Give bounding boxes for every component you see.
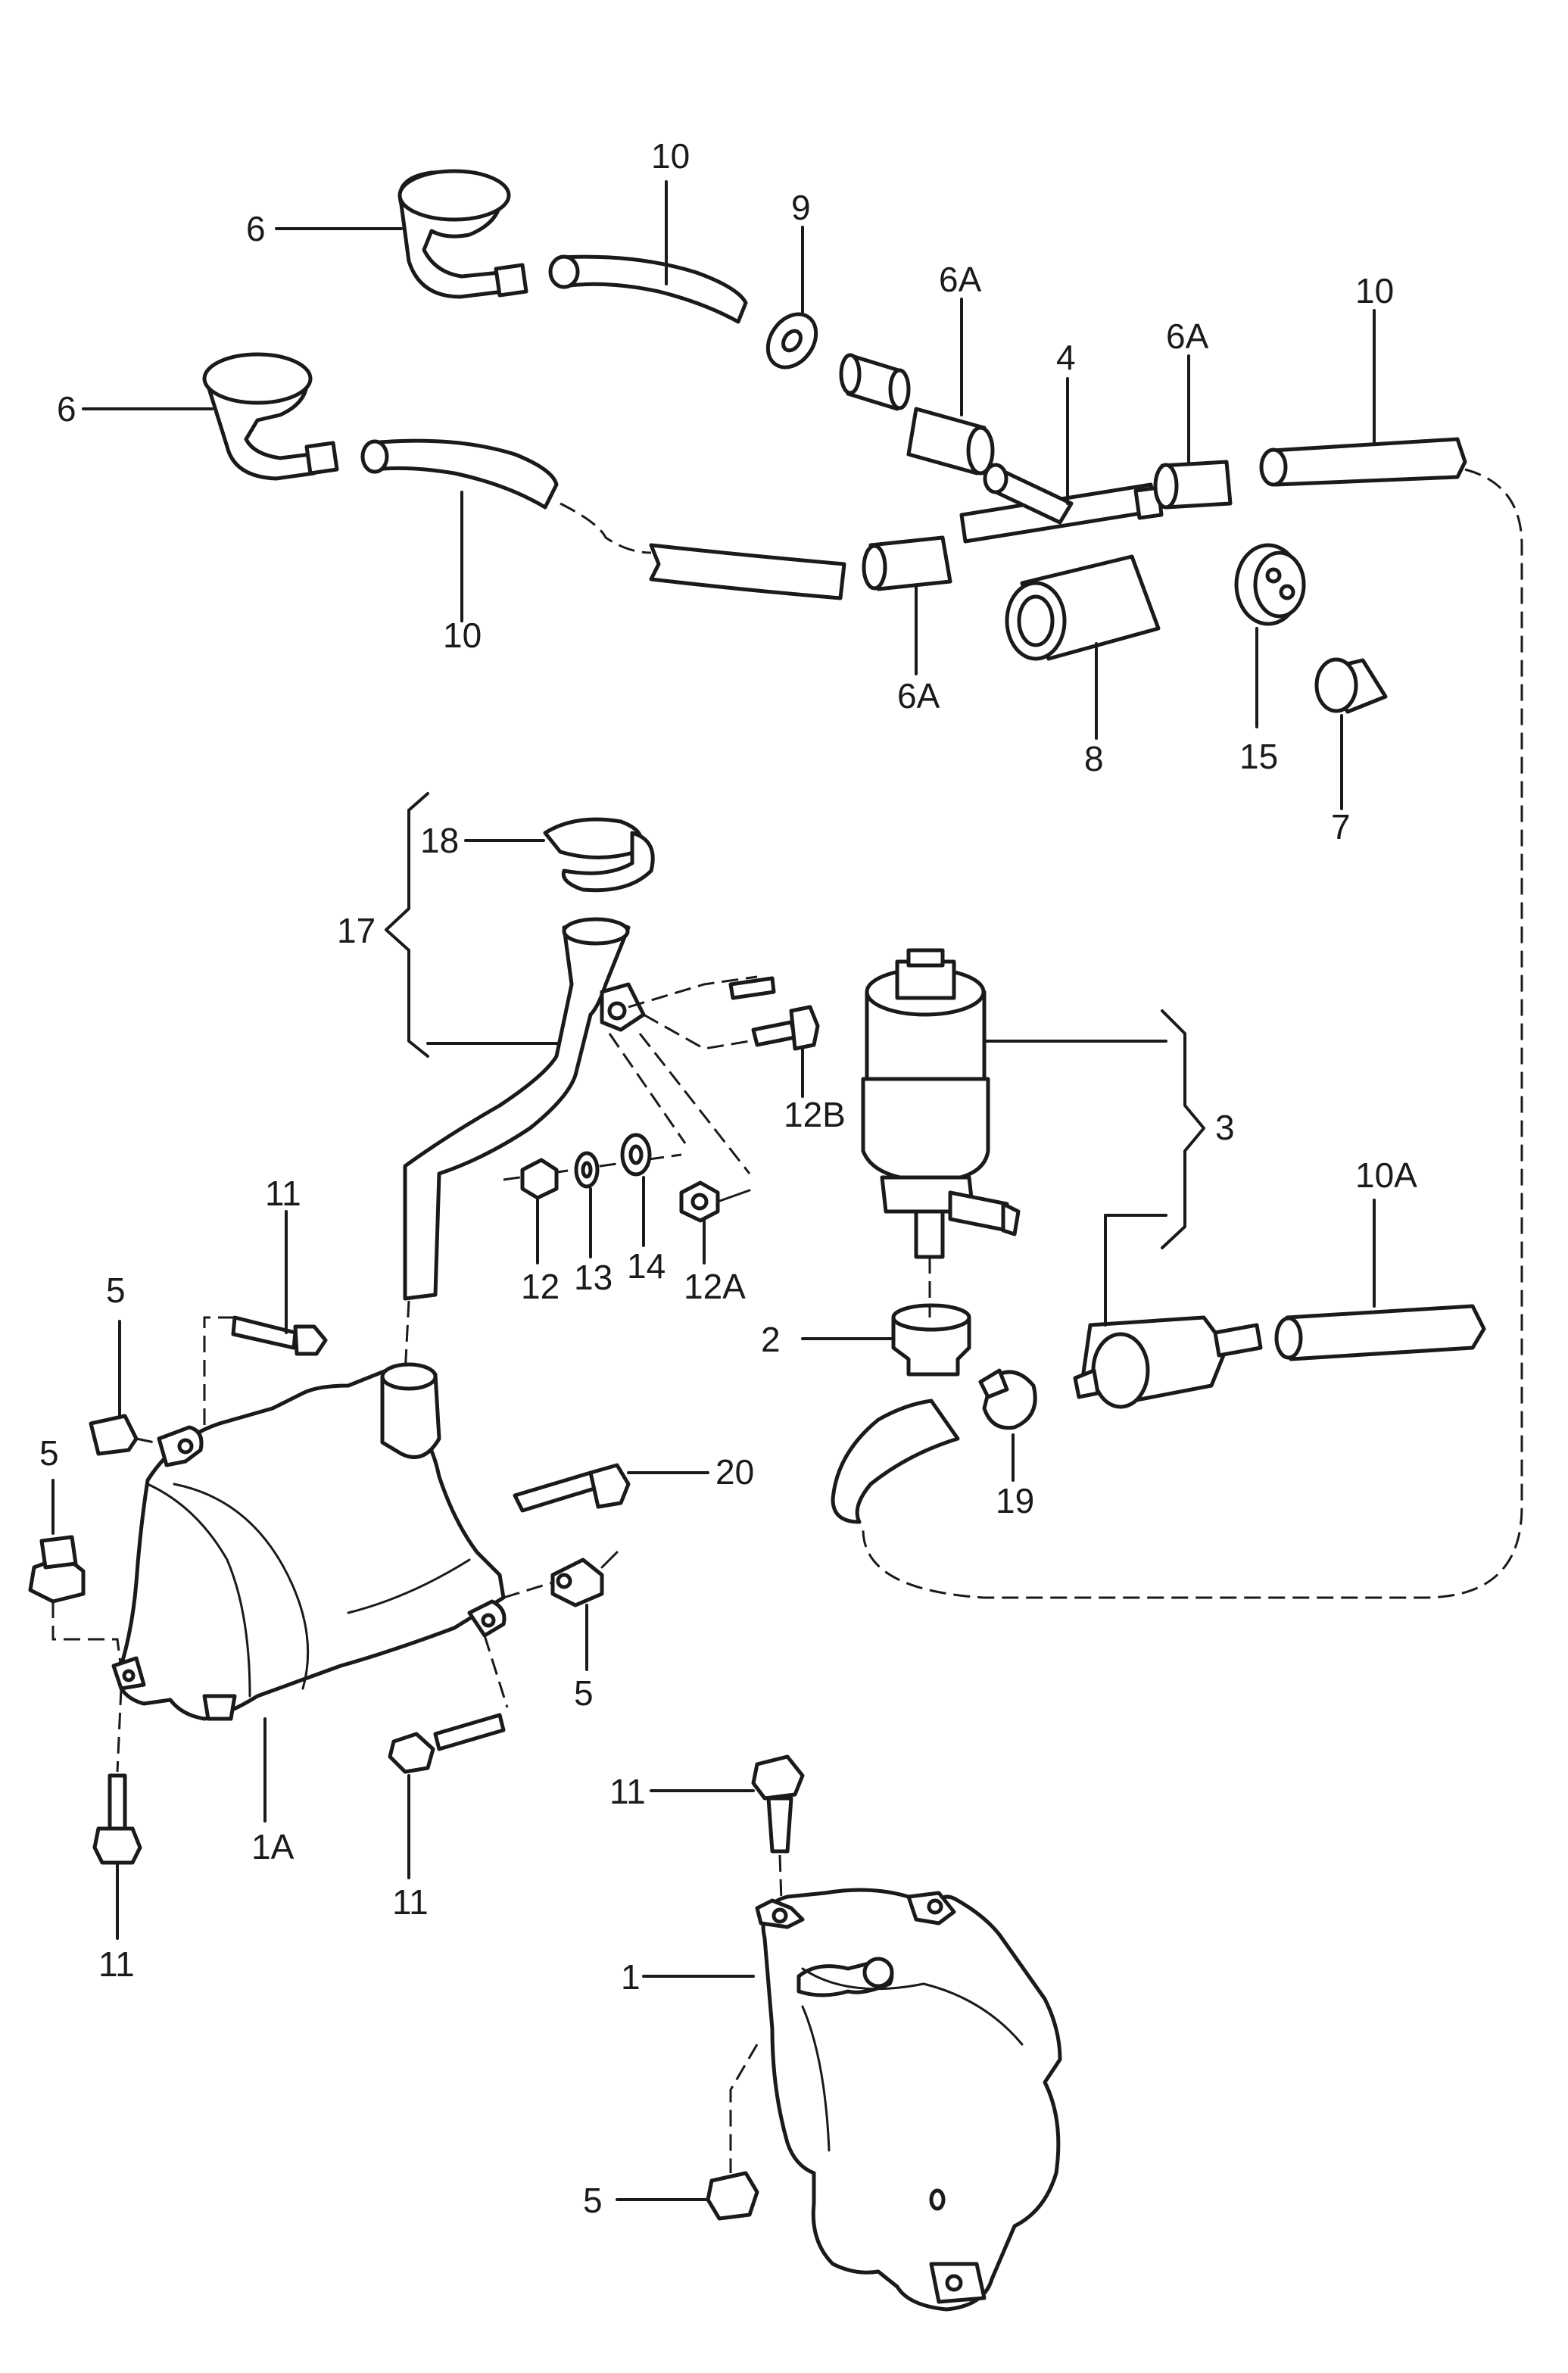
filler-neck-17 bbox=[403, 917, 646, 1301]
callout-3: 3 bbox=[1215, 1108, 1235, 1147]
callout-6A: 6A bbox=[1166, 317, 1209, 356]
callout-2: 2 bbox=[761, 1320, 781, 1359]
callout-15: 15 bbox=[1239, 737, 1278, 776]
washer-14 bbox=[620, 1133, 652, 1177]
nut-12 bbox=[520, 1158, 559, 1200]
bolt-12B bbox=[728, 976, 820, 1051]
callout-5: 5 bbox=[574, 1673, 594, 1713]
callout-10: 10 bbox=[651, 136, 690, 176]
callout-11: 11 bbox=[98, 1944, 135, 1984]
routing-line-right bbox=[862, 468, 1523, 1599]
callout-6: 6 bbox=[57, 389, 76, 429]
pump-filter bbox=[1073, 1315, 1263, 1409]
bolt-11-tank-1 bbox=[751, 1754, 805, 1854]
filler-cap-18 bbox=[543, 817, 655, 893]
callout-18: 18 bbox=[420, 821, 459, 860]
callout-9: 9 bbox=[791, 188, 811, 227]
callout-10: 10 bbox=[1355, 271, 1394, 310]
callout-12: 12 bbox=[521, 1267, 560, 1306]
plug-7 bbox=[1314, 657, 1388, 714]
clip-5-upper-left bbox=[89, 1414, 139, 1456]
washer-nozzle-middle bbox=[202, 352, 339, 481]
clip-5-right bbox=[550, 1558, 604, 1607]
callout-19: 19 bbox=[996, 1481, 1034, 1520]
callout-8: 8 bbox=[1084, 739, 1104, 778]
washer-13 bbox=[574, 1151, 600, 1189]
sleeve-8 bbox=[1005, 554, 1161, 661]
callout-6A: 6A bbox=[897, 676, 940, 716]
callout-1A: 1A bbox=[251, 1827, 295, 1866]
callout-5: 5 bbox=[106, 1271, 126, 1310]
washer-pump-3 bbox=[861, 948, 1021, 1259]
bolt-11-upper bbox=[231, 1315, 328, 1356]
callout-17: 17 bbox=[337, 911, 376, 950]
callout-1: 1 bbox=[621, 1957, 641, 1997]
callout-11: 11 bbox=[392, 1882, 429, 1922]
callout-10A: 10A bbox=[1355, 1155, 1417, 1195]
callout-5: 5 bbox=[583, 2181, 603, 2220]
grommet-2 bbox=[891, 1303, 971, 1377]
bolt-11-lower-middle bbox=[388, 1713, 506, 1774]
grommet-15 bbox=[1234, 543, 1306, 626]
washer-reservoir-1A bbox=[111, 1362, 507, 1721]
callout-10: 10 bbox=[443, 616, 482, 655]
callout-6: 6 bbox=[246, 209, 266, 248]
callout-5: 5 bbox=[39, 1433, 59, 1473]
callout-12B: 12B bbox=[784, 1095, 846, 1134]
callout-14: 14 bbox=[627, 1246, 666, 1286]
clip-5-lower-left bbox=[28, 1535, 86, 1604]
clip-5-tank-1 bbox=[706, 2171, 759, 2221]
callout-13: 13 bbox=[574, 1258, 613, 1297]
washer-reservoir-1 bbox=[755, 1888, 1062, 2312]
washer-9 bbox=[765, 312, 818, 370]
callout-6A: 6A bbox=[939, 260, 982, 299]
tee-connector-4 bbox=[959, 463, 1164, 544]
callout-11: 11 bbox=[609, 1772, 646, 1811]
callout-7: 7 bbox=[1331, 807, 1351, 847]
level-sensor-20 bbox=[513, 1463, 631, 1513]
nut-12A bbox=[679, 1180, 720, 1223]
washer-nozzle-upper bbox=[397, 169, 528, 299]
callout-12A: 12A bbox=[684, 1267, 746, 1306]
hose-pump-outlet bbox=[831, 1399, 960, 1524]
callout-11: 11 bbox=[265, 1174, 301, 1213]
hose-clamp-19 bbox=[978, 1368, 1037, 1430]
hose-10-upper bbox=[558, 254, 748, 324]
hose-10-lower bbox=[369, 438, 559, 510]
callout-20: 20 bbox=[715, 1452, 754, 1492]
bolt-11-far-left bbox=[92, 1773, 142, 1865]
callout-4: 4 bbox=[1056, 338, 1076, 377]
